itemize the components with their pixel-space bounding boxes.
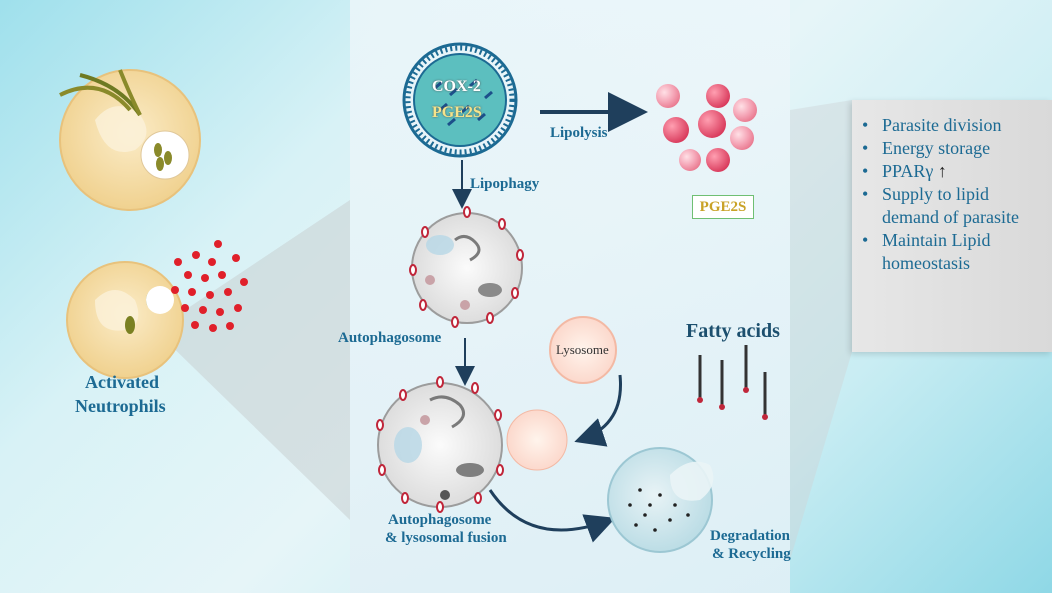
zoom-cone-right [790, 100, 852, 560]
autophagosome-label: Autophagosome [338, 330, 442, 346]
outcome-item: Maintain Lipid homeostasis [862, 229, 1048, 275]
neutrophils-label-line2: Neutrophils [75, 396, 166, 416]
up-arrow-icon: ↑ [937, 161, 947, 181]
pge2s-box: PGE2S [692, 195, 754, 219]
lipid-droplet-membrane-icon [402, 42, 518, 158]
outcome-item: Supply to lipid demand of parasite [862, 183, 1048, 229]
fatty-droplets-cluster [656, 84, 757, 172]
degradation-icon [607, 447, 714, 553]
fatty-acid-heads [697, 387, 768, 420]
fusion-arrow [488, 489, 616, 543]
outcome-item: PPARγ ↑ [862, 160, 1048, 183]
lipolysis-label: Lipolysis [550, 125, 608, 141]
cox2-label: COX-2 [432, 78, 481, 95]
neutrophil-activated-icon [66, 261, 184, 379]
outcomes-panel: Parasite division Energy storage PPARγ ↑… [852, 100, 1052, 352]
fusion-label-line1: Autophagosome [388, 512, 492, 528]
lipophagy-label: Lipophagy [470, 176, 540, 192]
fatty-acids-label: Fatty acids [686, 320, 780, 342]
pge2s-membrane-label: PGE2S [432, 104, 482, 121]
outcome-item: Parasite division [862, 114, 1048, 137]
lysosome-icon [549, 316, 617, 384]
zoom-cone-left [155, 200, 350, 520]
neutrophil-top-icon [59, 69, 201, 211]
degradation-label-line1: Degradation [710, 528, 790, 544]
released-granules [171, 240, 248, 332]
fusion-label-line2: & lysosomal fusion [385, 530, 507, 546]
autolysosome-icon [377, 382, 568, 508]
autolysosome-markers [376, 376, 504, 513]
outcome-item: Energy storage [862, 137, 1048, 160]
fatty-acid-chains-icon [698, 345, 767, 415]
degradation-label-line2: & Recycling [712, 546, 791, 562]
autophagosome-markers [409, 206, 524, 328]
neutrophils-label-line1: Activated [85, 372, 159, 392]
lysosome-label: Lysosome [556, 342, 609, 357]
lysosome-arrow [574, 374, 622, 447]
